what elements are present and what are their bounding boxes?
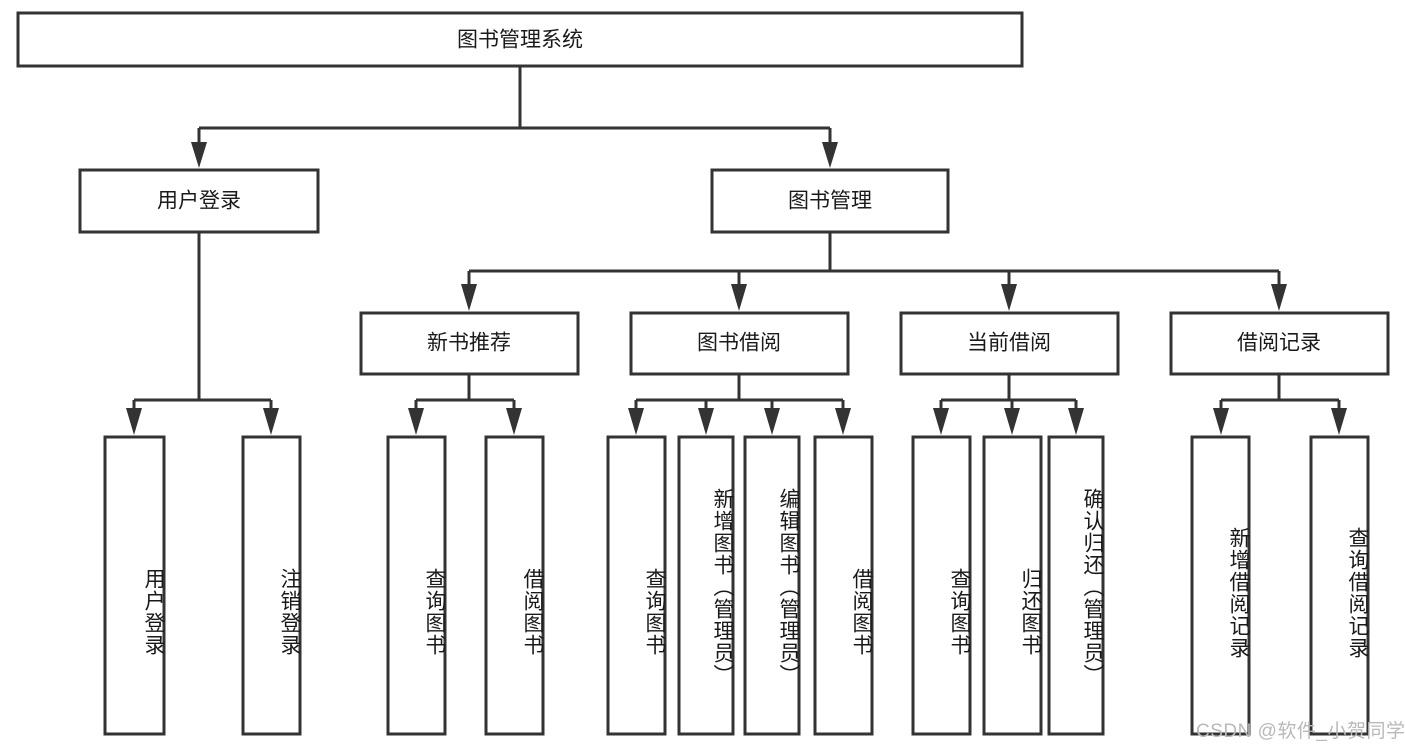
connector-group-new-book-rec-to-leaves [408, 374, 522, 435]
node-leaf-user-login-box[interactable] [103, 435, 166, 736]
connector-group-borrow-record-to-leaves [1213, 374, 1347, 435]
node-leaf-book-borrow-box[interactable] [813, 435, 874, 736]
arrowhead-user-login [191, 142, 207, 168]
arrowhead-leaf-rec-add [1213, 408, 1229, 435]
node-new-book-rec[interactable]: 新书推荐 [359, 311, 580, 376]
node-root-box[interactable] [16, 11, 1024, 68]
node-book-manage-box[interactable] [710, 168, 950, 234]
arrowhead-leaf-logout [263, 408, 279, 435]
node-root-label: 图书管理系统 [457, 29, 583, 52]
arrowhead-leaf-book-add [698, 408, 714, 435]
node-new-book-rec-box[interactable] [359, 311, 580, 376]
node-book-borrow-box[interactable] [629, 311, 850, 376]
node-leaf-rec-borrow-box[interactable] [484, 435, 545, 736]
arrowhead-current-borrow [1001, 284, 1017, 311]
node-book-borrow[interactable]: 图书借阅 [629, 311, 850, 376]
arrowhead-leaf-confirm-return [1068, 408, 1084, 435]
node-borrow-record-label: 借阅记录 [1237, 332, 1321, 355]
arrowhead-new-book-rec [461, 284, 477, 311]
arrowhead-leaf-book-edit [764, 408, 780, 435]
node-new-book-rec-label: 新书推荐 [427, 332, 511, 355]
node-user-login[interactable]: 用户登录 [78, 168, 320, 234]
arrowhead-leaf-return [1004, 408, 1020, 435]
node-leaf-cur-query-box[interactable] [911, 435, 972, 736]
arrowhead-leaf-cur-query [933, 408, 949, 435]
arrowhead-leaf-user-login [126, 408, 142, 435]
node-borrow-record-box[interactable] [1169, 311, 1390, 376]
node-leaf-book-edit-box[interactable] [743, 435, 801, 736]
node-leaf-book-add-box[interactable] [677, 435, 735, 736]
arrowhead-leaf-rec-query2 [1331, 408, 1347, 435]
connector-group-book-manage-to-level3 [461, 232, 1287, 311]
node-user-login-label: 用户登录 [157, 190, 241, 213]
node-book-manage[interactable]: 图书管理 [710, 168, 950, 234]
connector-group-user-login-to-leaves [126, 232, 279, 435]
node-leaf-rec-add-box[interactable] [1190, 435, 1251, 736]
arrowhead-book-borrow [731, 284, 747, 311]
node-root[interactable]: 图书管理系统 [16, 11, 1024, 68]
arrowhead-leaf-rec-query [408, 408, 424, 435]
node-book-manage-label: 图书管理 [788, 190, 872, 213]
node-current-borrow-box[interactable] [899, 311, 1120, 376]
node-leaf-borrow-query-box[interactable] [606, 435, 667, 736]
node-user-login-box[interactable] [78, 168, 320, 234]
arrowhead-leaf-borrow-query [628, 408, 644, 435]
node-leaf-rec-query-box[interactable] [386, 435, 447, 736]
node-borrow-record[interactable]: 借阅记录 [1169, 311, 1390, 376]
node-leaf-confirm-return-box[interactable] [1047, 435, 1105, 736]
arrowhead-borrow-record [1271, 284, 1287, 311]
csdn-watermark: CSDN @软件_小贺同学 [1196, 721, 1405, 742]
node-book-borrow-label: 图书借阅 [697, 332, 781, 355]
node-current-borrow-label: 当前借阅 [967, 332, 1051, 355]
node-leaf-logout-box[interactable] [241, 435, 302, 736]
arrowhead-book-manage [822, 142, 838, 168]
node-leaf-return-box[interactable] [982, 435, 1043, 736]
arrowhead-leaf-book-borrow [835, 408, 851, 435]
connector-group-book-borrow-to-leaves [628, 374, 851, 435]
node-current-borrow[interactable]: 当前借阅 [899, 311, 1120, 376]
node-leaf-rec-query2-box[interactable] [1309, 435, 1370, 736]
connector-group-root-to-level2 [191, 66, 838, 168]
connector-group-current-borrow-to-leaves [933, 374, 1084, 435]
arrowhead-leaf-rec-borrow [506, 408, 522, 435]
